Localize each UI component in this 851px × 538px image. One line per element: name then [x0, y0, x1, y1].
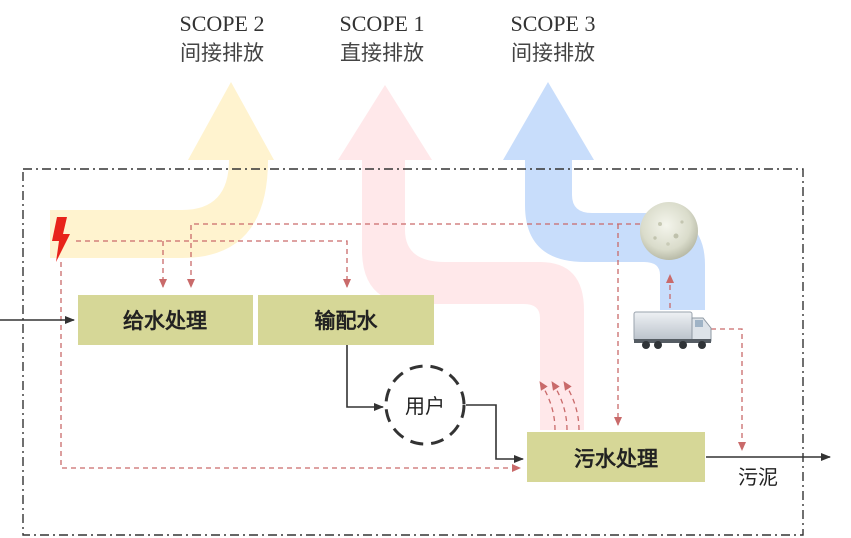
water-treatment-label: 给水处理: [123, 308, 207, 333]
scope1-emission-arrow: [338, 85, 584, 430]
sludge-label: 污泥: [738, 465, 778, 489]
scope1-label: SCOPE 1 直接排放: [340, 11, 425, 65]
sewage-treatment-box: 污水处理: [527, 432, 705, 482]
system-boundary: [22, 168, 804, 536]
scope3-label: SCOPE 3 间接排放: [511, 11, 596, 65]
scope2-title: SCOPE 2: [180, 11, 265, 36]
scope3-subtitle: 间接排放: [511, 41, 595, 65]
users-node: 用户: [384, 364, 466, 446]
scope1-subtitle: 直接排放: [340, 41, 424, 65]
scope2-subtitle: 间接排放: [180, 41, 264, 65]
sewage-treatment-label: 污水处理: [574, 446, 658, 471]
lightning-icon: [52, 217, 70, 262]
scope1-title: SCOPE 1: [340, 11, 425, 36]
energy-supply-lines: [60, 223, 746, 472]
water-flow-lines: [0, 316, 831, 463]
users-label: 用户: [405, 394, 445, 418]
scope3-title: SCOPE 3: [511, 11, 596, 36]
truck-icon: [633, 311, 712, 349]
scope2-emission-arrow: [50, 82, 274, 258]
chemical-powder-icon: [640, 202, 698, 260]
water-treatment-box: 给水处理: [78, 295, 253, 345]
scope2-label: SCOPE 2 间接排放: [180, 11, 265, 65]
distribution-label: 输配水: [315, 308, 379, 333]
distribution-box: 输配水: [258, 295, 434, 345]
